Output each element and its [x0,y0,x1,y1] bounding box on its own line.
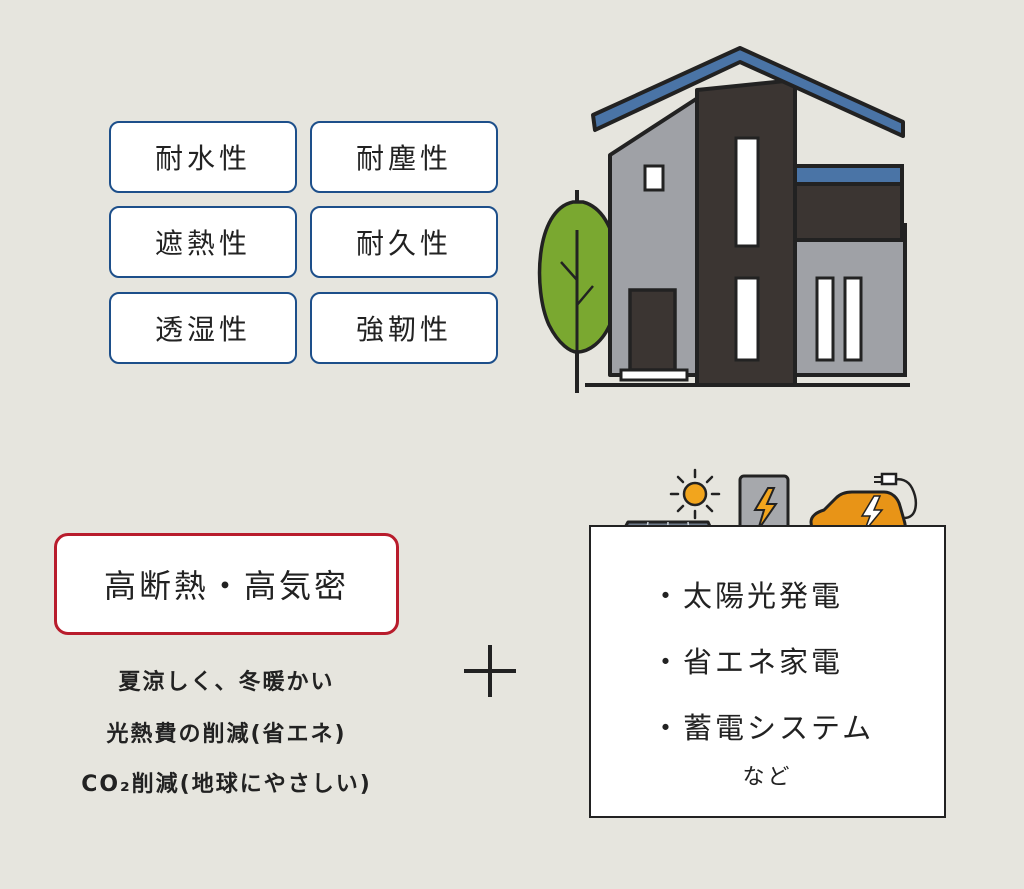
property-box-durability: 耐久性 [310,206,498,278]
tech-etc-label: など [742,765,793,790]
house-icon [585,46,910,387]
benefit-comfort: 夏涼しく、冬暖かい [118,670,335,695]
property-box-heat-shielding: 遮熱性 [109,206,297,278]
tech-item-storage-system: ・蓄電システム [651,711,875,745]
property-box-moisture-permeability: 透湿性 [109,292,297,364]
benefit-co2-reduction: CO₂削減(地球にやさしい) [81,772,372,797]
tech-item-energy-saving-appliances: ・省エネ家電 [651,645,844,679]
property-box-toughness: 強靭性 [310,292,498,364]
property-box-dust-resistance: 耐塵性 [310,121,498,193]
property-box-water-resistance: 耐水性 [109,121,297,193]
plus-sign-icon [464,645,516,697]
tree-icon [537,190,621,393]
technologies-box: ・太陽光発電 ・省エネ家電 ・蓄電システム など [589,525,946,818]
high-insulation-airtight-box: 高断熱・高気密 [54,533,399,635]
benefit-energy-cost: 光熱費の削減(省エネ) [106,722,347,747]
tech-item-solar-power: ・太陽光発電 [651,579,844,613]
house-illustration [537,46,910,393]
sun-icon [669,468,721,520]
